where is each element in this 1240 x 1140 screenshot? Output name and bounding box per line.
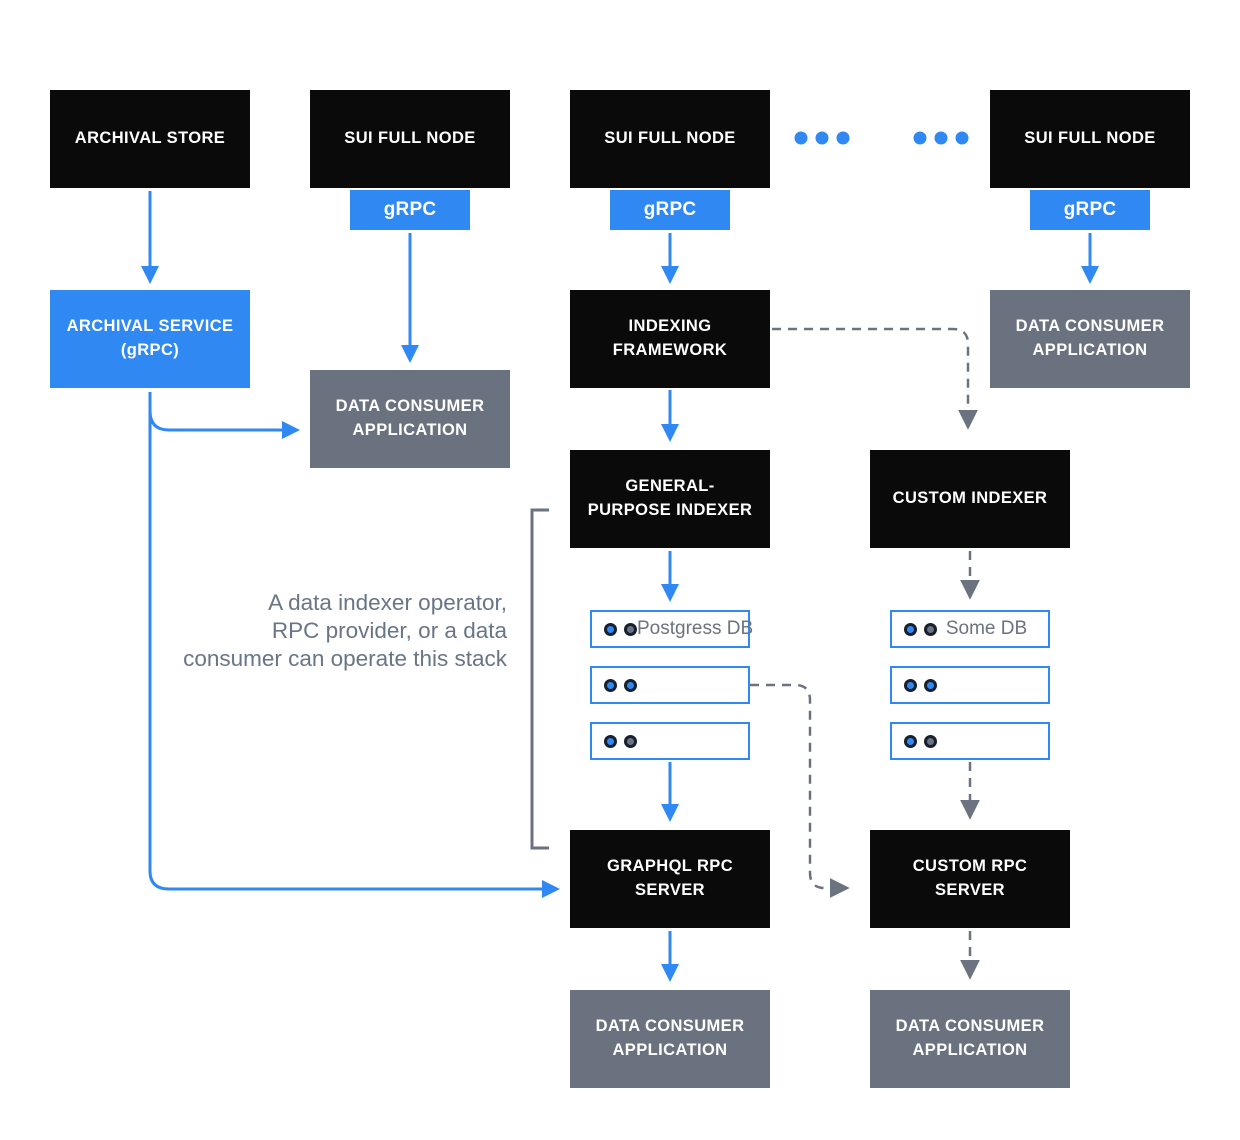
blue-status-dot — [904, 622, 917, 636]
grpc-badge-left: gRPC — [350, 190, 470, 230]
node-general-purpose-indexer: GENERAL-PURPOSE INDEXER — [570, 450, 770, 548]
db-row-some-db: Some DB — [890, 610, 1050, 648]
node-data-consumer-left: DATA CONSUMER APPLICATION — [310, 370, 510, 468]
db-label: Postgress DB — [637, 618, 754, 639]
gray-status-dot — [924, 734, 937, 748]
db-row-postgress: Postgress DB — [590, 610, 754, 648]
db-status-dots — [604, 678, 637, 692]
grpc-badge-right: gRPC — [1030, 190, 1150, 230]
node-sui-full-node-right: SUI FULL NODE — [990, 90, 1190, 188]
annotation-line: A data indexer operator, — [268, 590, 507, 615]
blue-status-dot — [604, 622, 617, 636]
annotation-line: consumer can operate this stack — [183, 646, 507, 671]
node-sui-full-node-mid: SUI FULL NODE — [570, 90, 770, 188]
node-graphql-rpc-server: GRAPHQL RPC SERVER — [570, 830, 770, 928]
arrow-archival-service-to-data-consumer — [148, 392, 300, 439]
stack-bracket — [530, 508, 549, 850]
db-status-dots — [604, 622, 637, 636]
node-data-consumer-bottom-mid: DATA CONSUMER APPLICATION — [570, 990, 770, 1088]
db-row — [590, 666, 750, 704]
grpc-badge-mid: gRPC — [610, 190, 730, 230]
db-label: Some DB — [945, 618, 1028, 639]
db-status-dots — [604, 734, 637, 748]
db-status-dots — [904, 678, 937, 692]
node-data-consumer-right-top: DATA CONSUMER APPLICATION — [990, 290, 1190, 388]
node-data-consumer-bottom-right: DATA CONSUMER APPLICATION — [870, 990, 1070, 1088]
node-archival-service: ARCHIVAL SERVICE (gRPC) — [50, 290, 250, 388]
ellipsis-dots — [794, 131, 969, 145]
db-status-dots — [904, 734, 937, 748]
blue-status-dot — [604, 678, 617, 692]
blue-status-dot — [904, 734, 917, 748]
node-indexing-framework: INDEXING FRAMEWORK — [570, 290, 770, 388]
db-row — [590, 722, 750, 760]
gray-status-dot — [624, 734, 637, 748]
blue-status-dot — [924, 678, 937, 692]
db-row — [890, 666, 1050, 704]
stack-annotation: A data indexer operator, RPC provider, o… — [175, 589, 507, 673]
db-row — [890, 722, 1050, 760]
blue-status-dot — [624, 678, 637, 692]
blue-status-dot — [604, 734, 617, 748]
node-custom-indexer: CUSTOM INDEXER — [870, 450, 1070, 548]
annotation-line: RPC provider, or a data — [271, 618, 507, 643]
node-sui-full-node-left: SUI FULL NODE — [310, 90, 510, 188]
db-status-dots — [904, 622, 937, 636]
node-custom-rpc-server: CUSTOM RPC SERVER — [870, 830, 1070, 928]
gray-status-dot — [624, 622, 637, 636]
gray-status-dot — [924, 622, 937, 636]
dashed-arrow-indexing-framework-to-custom-indexer — [772, 327, 978, 430]
node-archival-store: ARCHIVAL STORE — [50, 90, 250, 188]
blue-status-dot — [904, 678, 917, 692]
